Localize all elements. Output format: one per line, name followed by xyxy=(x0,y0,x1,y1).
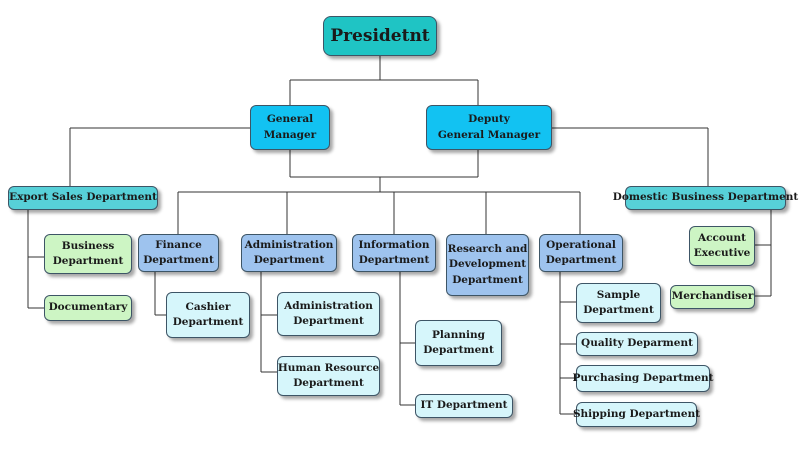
box-label-line: Shipping Department xyxy=(572,407,701,420)
box-label-line: Merchandiser xyxy=(671,290,754,303)
box-label-line: General xyxy=(266,113,314,126)
merchandiser-box[interactable]: Merchandiser xyxy=(670,285,755,309)
documentary-box[interactable]: Documentary xyxy=(44,295,132,321)
box-label-line: Business xyxy=(61,239,115,252)
box-label-line: Department xyxy=(583,304,654,316)
box-label-line: Planning xyxy=(432,328,485,341)
box-label-line: Department xyxy=(293,377,364,389)
box-label-line: Operational xyxy=(546,238,616,251)
box-label-line: Cashier xyxy=(185,300,231,313)
shipping-department-box[interactable]: Shipping Department xyxy=(572,402,701,427)
box-label-line: Purchasing Department xyxy=(572,371,714,384)
export-sales-department-box[interactable]: Export Sales Department xyxy=(8,186,158,210)
box-label-line: Department xyxy=(172,316,244,328)
box-label-line: Development xyxy=(448,258,527,271)
box-label-line: Department xyxy=(143,254,214,266)
box-label-line: Department xyxy=(423,344,494,356)
box-label-line: Sample xyxy=(596,288,641,301)
box-label-line: Department xyxy=(452,273,523,286)
box-label-line: Administration xyxy=(284,299,373,312)
box-label-line: Research and xyxy=(447,243,528,256)
box-label-line: Finance xyxy=(155,238,202,251)
box-label-line: Department xyxy=(358,254,430,266)
box-label-line: Department xyxy=(253,254,325,266)
box-label-line: Documentary xyxy=(48,301,128,314)
box-label-line: Department xyxy=(52,255,124,267)
box-label-line: IT Department xyxy=(420,399,508,412)
purchasing-department-box[interactable]: Purchasing Department xyxy=(573,365,714,392)
box-label-line: Department xyxy=(545,254,617,266)
box-label-line: Executive xyxy=(693,247,751,259)
it-department-box[interactable]: IT Department xyxy=(415,394,513,418)
box-label-line: Information xyxy=(358,238,430,251)
box-label-line: Department xyxy=(293,315,364,327)
box-label-line: Presidetnt xyxy=(330,25,430,46)
box-label-line: Domestic Business Department xyxy=(612,191,799,204)
box-label-line: Account xyxy=(697,231,747,244)
president-box[interactable]: Presidetnt xyxy=(323,16,437,56)
box-label-line: Administration xyxy=(244,238,334,251)
box-label-line: General Manager xyxy=(437,128,541,141)
box-label-line: Quality Deparment xyxy=(581,337,693,350)
quality-department-box[interactable]: Quality Deparment xyxy=(576,332,698,356)
box-label-line: Manager xyxy=(263,128,317,141)
box-label-line: Export Sales Department xyxy=(9,191,157,204)
domestic-business-department-box[interactable]: Domestic Business Department xyxy=(613,186,798,210)
box-label-line: Deputy xyxy=(468,113,510,126)
box-label-line: Human Resource xyxy=(277,361,380,374)
